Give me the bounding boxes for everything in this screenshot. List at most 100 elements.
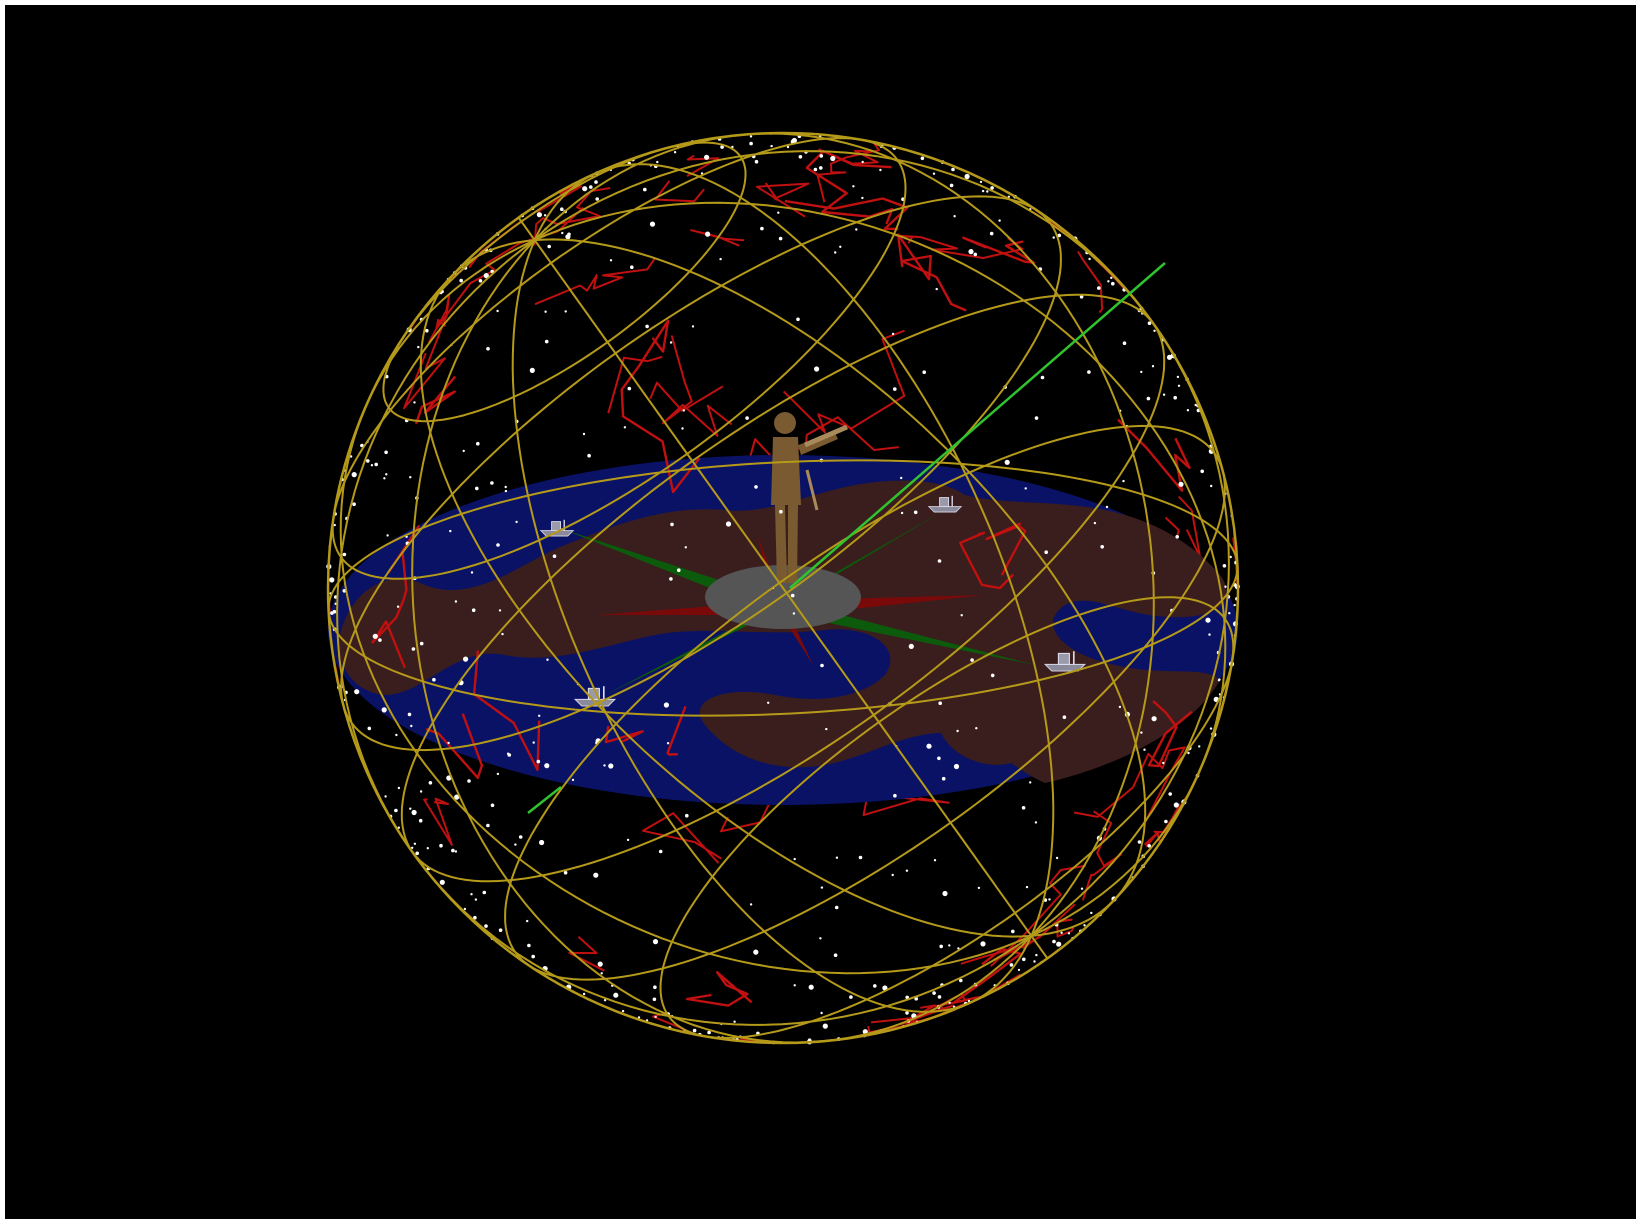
star [454, 600, 458, 603]
3d-viewport[interactable] [5, 5, 1636, 1219]
star [514, 843, 517, 846]
star [1011, 929, 1015, 934]
star [1187, 751, 1190, 755]
celestial-sphere-scene[interactable] [5, 5, 1636, 1219]
star [1173, 395, 1177, 400]
star [1025, 885, 1029, 889]
star [386, 534, 389, 537]
star [384, 795, 387, 798]
constellation-line [894, 234, 1024, 259]
constellation-line [690, 229, 745, 247]
star [905, 869, 909, 872]
star [941, 776, 946, 781]
star [544, 339, 549, 344]
star [891, 332, 895, 336]
star [653, 985, 657, 989]
star [1024, 487, 1027, 490]
constellation-line [568, 935, 605, 972]
star [609, 259, 613, 262]
star [819, 166, 823, 170]
celestial-grid-lines [326, 131, 1240, 1045]
star [407, 712, 412, 717]
star [454, 850, 458, 853]
star [447, 741, 450, 745]
star [920, 156, 925, 161]
ship-cabin [551, 521, 562, 532]
star [1056, 941, 1062, 947]
star [1035, 953, 1038, 957]
star [754, 159, 759, 164]
star [830, 155, 836, 162]
star [652, 939, 659, 945]
star [490, 481, 494, 485]
star [1067, 932, 1071, 935]
star [968, 249, 974, 255]
star [938, 701, 942, 705]
star [352, 502, 356, 507]
star [990, 673, 995, 678]
star [1147, 844, 1151, 848]
star [504, 489, 508, 493]
star [1229, 555, 1232, 559]
star [582, 432, 586, 436]
constellation-line [685, 971, 753, 1007]
star [378, 638, 382, 642]
parallel-line [400, 293, 1166, 883]
star [1105, 505, 1109, 509]
star [571, 778, 575, 782]
star [563, 870, 568, 875]
star [463, 656, 469, 662]
constellation-line [1153, 798, 1187, 840]
star [582, 186, 588, 192]
star [670, 522, 674, 527]
star [913, 510, 918, 515]
star [630, 265, 634, 270]
observer-figure-icon[interactable] [771, 412, 848, 583]
star [1151, 716, 1157, 722]
star [793, 857, 796, 861]
star [792, 612, 796, 615]
star [432, 677, 436, 682]
star [564, 310, 567, 313]
star [719, 257, 722, 261]
star [1210, 484, 1213, 488]
axis-south-segment [527, 786, 562, 814]
star [849, 995, 853, 999]
star [790, 593, 795, 598]
star [1097, 286, 1101, 290]
star [1137, 840, 1142, 844]
star [733, 1020, 736, 1023]
star [873, 984, 877, 988]
constellation-line [1177, 495, 1202, 559]
star [692, 1028, 697, 1033]
star [964, 173, 970, 180]
star [749, 135, 753, 138]
star [329, 577, 335, 583]
star [666, 742, 670, 745]
constellation-line [1144, 830, 1162, 848]
constellation-line [1022, 918, 1075, 950]
star [822, 1023, 828, 1029]
star [1029, 781, 1032, 784]
star [486, 823, 490, 828]
star [475, 486, 479, 491]
star [482, 890, 487, 895]
star [1093, 521, 1097, 525]
star [626, 838, 630, 842]
star [527, 943, 531, 948]
constellation-line [1073, 746, 1186, 823]
star [777, 211, 780, 214]
star [454, 794, 460, 800]
star [1122, 341, 1127, 346]
star [397, 826, 400, 829]
star [1034, 416, 1039, 420]
star [623, 426, 627, 429]
star [1057, 233, 1062, 238]
star [413, 401, 416, 404]
star [942, 890, 948, 897]
star [484, 924, 488, 928]
star [1060, 931, 1063, 934]
star [937, 559, 942, 563]
star [415, 851, 420, 856]
constellation-line [403, 293, 451, 410]
